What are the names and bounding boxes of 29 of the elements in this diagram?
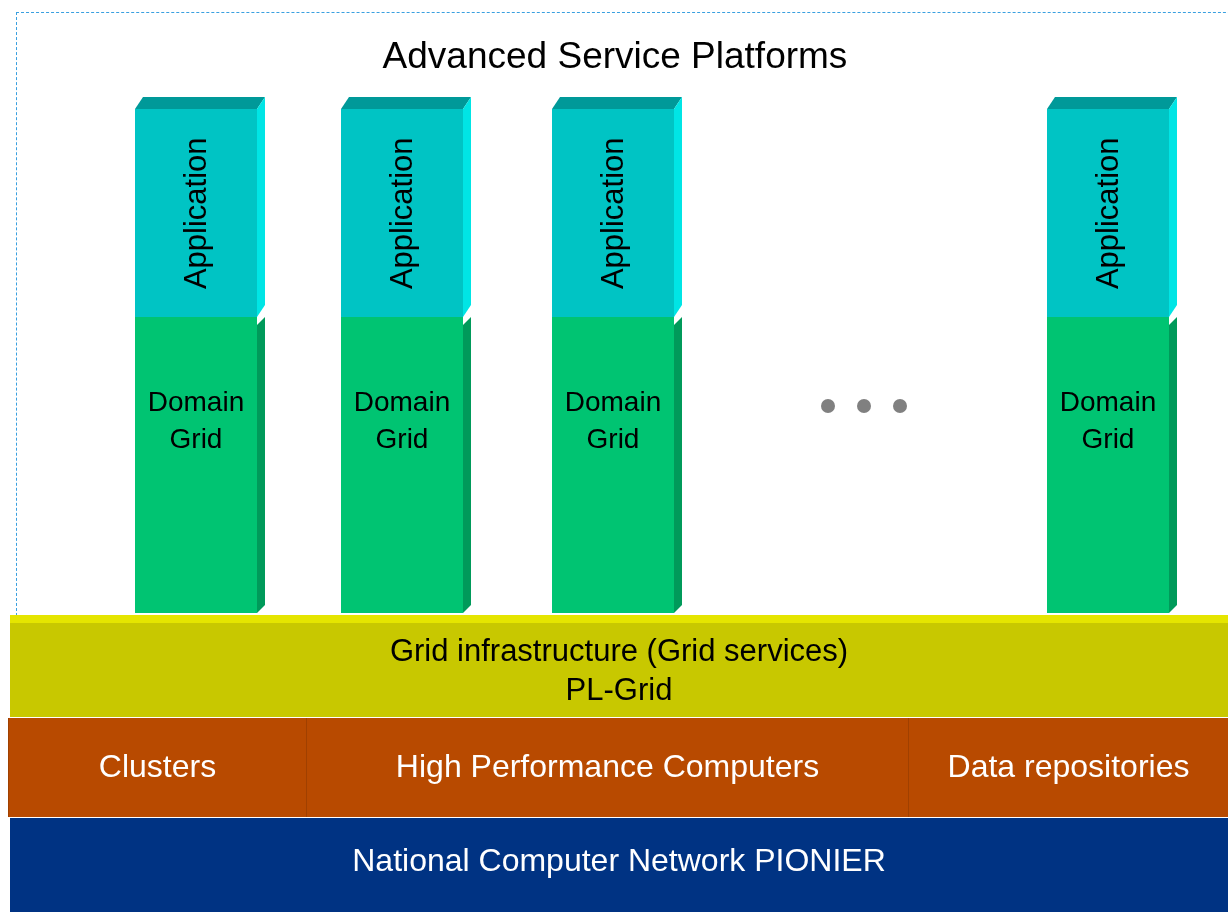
node-label: Advanced Service Platforms (382, 34, 848, 78)
node-label: High Performance Computers (395, 747, 820, 786)
node-label: Application (176, 137, 214, 289)
application-block (552, 97, 682, 317)
node-label: National Computer Network PIONIER (352, 841, 886, 880)
node-label: Grid infrastructure (Grid services) (389, 632, 849, 670)
node-label: Application (382, 137, 420, 289)
node-label: PL-Grid (565, 671, 673, 709)
application-block (341, 97, 471, 317)
resource-band (8, 718, 306, 817)
domain-grid-block (341, 317, 471, 613)
resource-band (306, 718, 908, 817)
application-block (135, 97, 265, 317)
domain-grid-block (552, 317, 682, 613)
node-label: Domain Grid (563, 385, 663, 456)
node-label: Domain Grid (352, 385, 452, 456)
domain-grid-block (1047, 317, 1177, 613)
node-label: Data repositories (947, 747, 1190, 786)
node-label: Application (1088, 137, 1126, 289)
infrastructure-band (10, 615, 1228, 717)
domain-grid-block (135, 317, 265, 613)
node-label: Clusters (98, 747, 217, 786)
node-label: Application (593, 137, 631, 289)
network-band (10, 818, 1228, 912)
resource-band (908, 718, 1228, 817)
node-label: Domain Grid (146, 385, 246, 456)
platform-frame (16, 12, 1228, 616)
application-block (1047, 97, 1177, 317)
node-label: Domain Grid (1058, 385, 1158, 456)
